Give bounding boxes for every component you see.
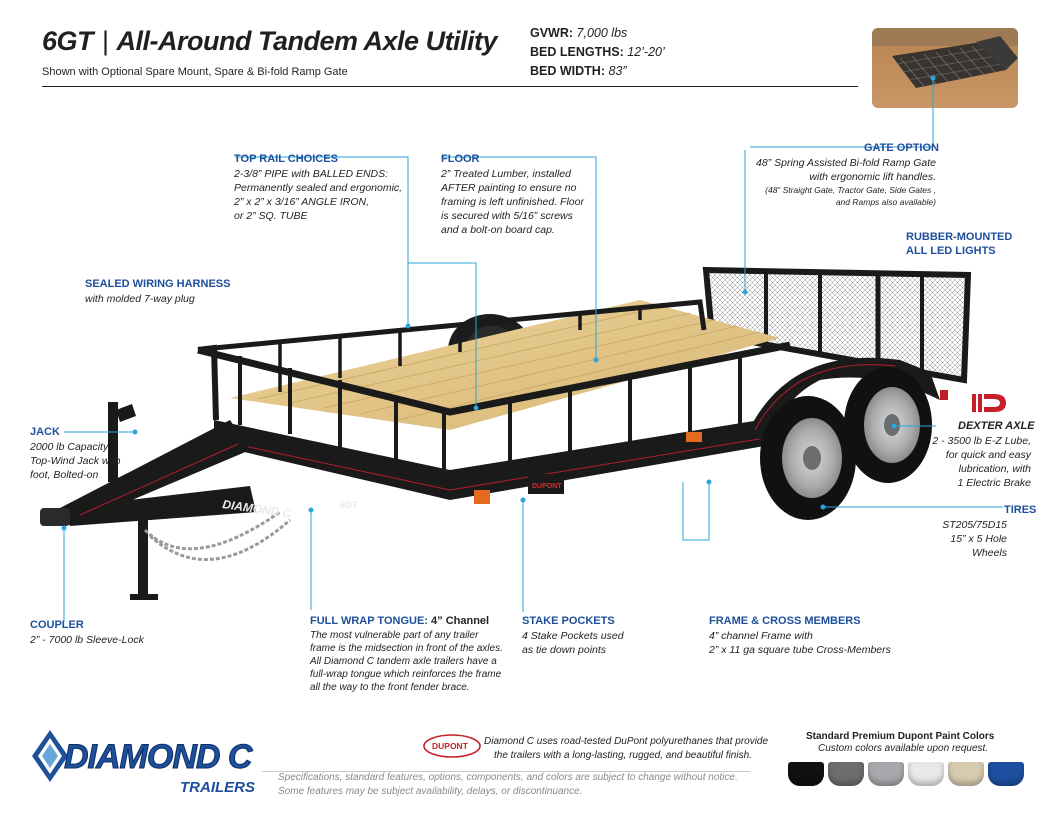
near-side-rail	[197, 341, 791, 500]
coupler-label: COUPLER	[30, 619, 84, 631]
paint-swatch-tan	[948, 762, 984, 786]
wiring-desc: with molded 7-way plug	[85, 293, 195, 305]
disclaimer: Specifications, standard features, optio…	[278, 772, 738, 797]
model-name: All-Around Tandem Axle Utility	[116, 26, 498, 56]
header-divider	[42, 86, 858, 87]
paint-swatch-gray	[868, 762, 904, 786]
leader-lines	[63, 78, 1003, 622]
diamond-c-logo-mark	[32, 730, 68, 782]
dupont-logo	[423, 734, 481, 758]
trailer-brand-decal: DIAMOND C	[222, 497, 293, 521]
dexter-axle-label: DEXTER AXLE	[958, 420, 1035, 432]
stake-pockets-label: STAKE POCKETS	[522, 615, 615, 627]
side-marker-light	[474, 490, 490, 504]
spec-bed-lengths: BED LENGTHS: 12’-20’	[530, 45, 665, 59]
spec-block: GVWR: 7,000 lbs BED LENGTHS: 12’-20’ BED…	[530, 24, 665, 81]
paint-swatch-black	[788, 762, 824, 786]
paint-swatch-white	[908, 762, 944, 786]
tongue-label: FULL WRAP TONGUE: 4” Channel	[310, 615, 490, 627]
trailer-model-decal: 6GT	[340, 500, 358, 510]
spec-bed-width: BED WIDTH: 83”	[530, 64, 627, 78]
dexter-logo	[972, 394, 1006, 412]
paint-colors-title: Standard Premium Dupont Paint Colors	[806, 731, 995, 742]
diamond-c-logo-sub: TRAILERS	[180, 779, 255, 796]
tires-desc: ST205/75D15 15” x 5 Hole Wheels	[942, 519, 1007, 559]
tongue	[40, 420, 256, 526]
led-lights-label: RUBBER-MOUNTED ALL LED LIGHTS	[906, 231, 1013, 257]
diamond-c-logo: DIAMOND C	[63, 738, 252, 777]
title-separator: |	[102, 26, 109, 56]
gate-option-label: GATE OPTION	[864, 142, 939, 154]
tongue-desc: The most vulnerable part of any trailer …	[310, 630, 503, 693]
tires-label: TIRES	[1004, 504, 1037, 516]
wood-floor	[230, 300, 780, 430]
jack-label: JACK	[30, 426, 60, 438]
front-wheel	[760, 396, 856, 520]
dexter-axle-desc: 2 - 3500 lb E-Z Lube, for quick and easy…	[932, 435, 1031, 489]
safety-chain	[143, 510, 281, 551]
page-title: 6GT | All-Around Tandem Axle Utility	[42, 26, 498, 57]
rear-wheel	[844, 367, 932, 483]
coupler-head	[40, 508, 70, 526]
frame-label: FRAME & CROSS MEMBERS	[709, 615, 861, 627]
dupont-statement: Diamond C uses road-tested DuPont polyur…	[484, 736, 769, 761]
dupont-fender-decal: DUPONT	[532, 483, 562, 490]
floor-label: FLOOR	[441, 153, 480, 165]
gate-option-desc: 48” Spring Assisted Bi-fold Ramp Gate wi…	[756, 157, 936, 207]
paint-swatch-charcoal	[828, 762, 864, 786]
coupler-desc: 2” - 7000 lb Sleeve-Lock	[30, 634, 144, 646]
jack	[108, 402, 158, 600]
leader-dots	[61, 75, 936, 531]
wiring-label: SEALED WIRING HARNESS	[85, 278, 231, 290]
spec-gvwr: GVWR: 7,000 lbs	[530, 26, 628, 40]
stake-pockets-desc: 4 Stake Pockets used as tie down points	[522, 630, 624, 656]
footer-divider	[262, 771, 750, 772]
ramp-gate	[702, 266, 972, 384]
paint-swatch-blue	[988, 762, 1024, 786]
model-number: 6GT	[42, 26, 94, 56]
gate-option-photo	[872, 28, 1018, 108]
floor-desc: 2” Treated Lumber, installed AFTER paint…	[441, 168, 584, 236]
top-rail-label: TOP RAIL CHOICES	[234, 153, 338, 165]
dupont-logo-text: DUPONT	[432, 741, 468, 751]
frame-desc: 4” channel Frame with 2” x 11 ga square …	[709, 630, 891, 656]
tail-light	[940, 390, 948, 400]
paint-colors-subtitle: Custom colors available upon request.	[818, 743, 989, 754]
jack-desc: 2000 lb Capacity Top-Wind Jack with foot…	[30, 441, 121, 481]
top-rail-desc: 2-3/8” PIPE with BALLED ENDS: Permanentl…	[234, 168, 403, 222]
page-subtitle: Shown with Optional Spare Mount, Spare &…	[42, 66, 348, 78]
